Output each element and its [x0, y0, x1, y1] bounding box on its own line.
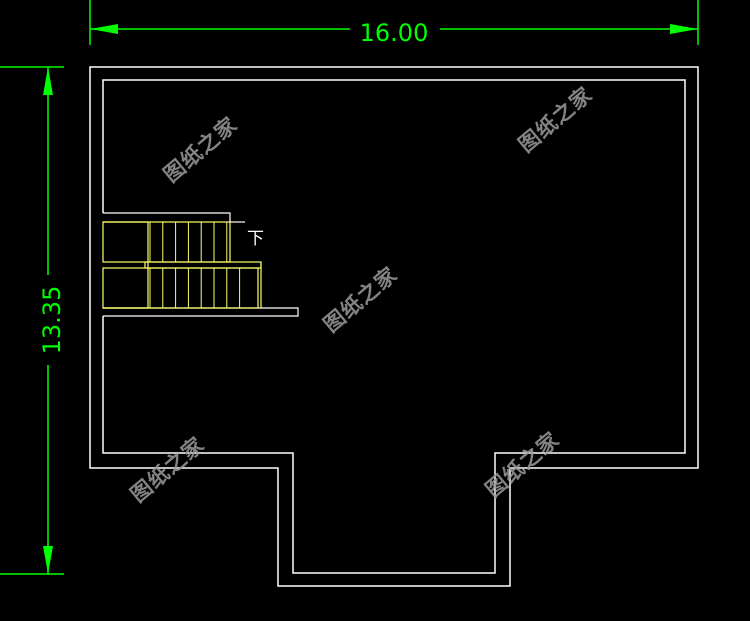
stair-opening-top-wall [103, 212, 231, 222]
width-arrow-left-icon [90, 24, 118, 34]
width-dimension-label: 16.00 [360, 19, 429, 47]
stair-treads [149, 222, 241, 308]
stair-landing-left [103, 221, 149, 309]
outer-wall-outline [89, 66, 699, 587]
watermarks: 图纸之家 图纸之家 图纸之家 图纸之家 图纸之家 [126, 82, 597, 507]
watermark-4: 图纸之家 [126, 432, 209, 507]
stair-handrail [144, 261, 262, 269]
width-arrow-right-icon [670, 24, 698, 34]
height-dimension: 13.35 [0, 66, 66, 575]
building-walls [89, 66, 699, 587]
inner-wall-outline [102, 79, 686, 574]
width-label-mask [350, 14, 440, 44]
stair-direction-label: 下 [247, 229, 264, 249]
stair-upper-flight [102, 221, 231, 263]
stair-lower-flight [102, 267, 259, 309]
watermark-2: 图纸之家 [514, 82, 597, 157]
watermark-3: 图纸之家 [319, 262, 402, 337]
height-dimension-label: 13.35 [38, 286, 66, 355]
staircase: 下 [102, 221, 264, 309]
height-label-mask [33, 275, 65, 365]
watermark-1: 图纸之家 [159, 112, 242, 187]
watermark-5: 图纸之家 [481, 427, 564, 502]
stair-opening-bottom-wall [103, 307, 299, 317]
height-arrow-bottom-icon [43, 546, 53, 574]
height-arrow-top-icon [43, 67, 53, 95]
width-dimension: 16.00 [89, 0, 699, 47]
